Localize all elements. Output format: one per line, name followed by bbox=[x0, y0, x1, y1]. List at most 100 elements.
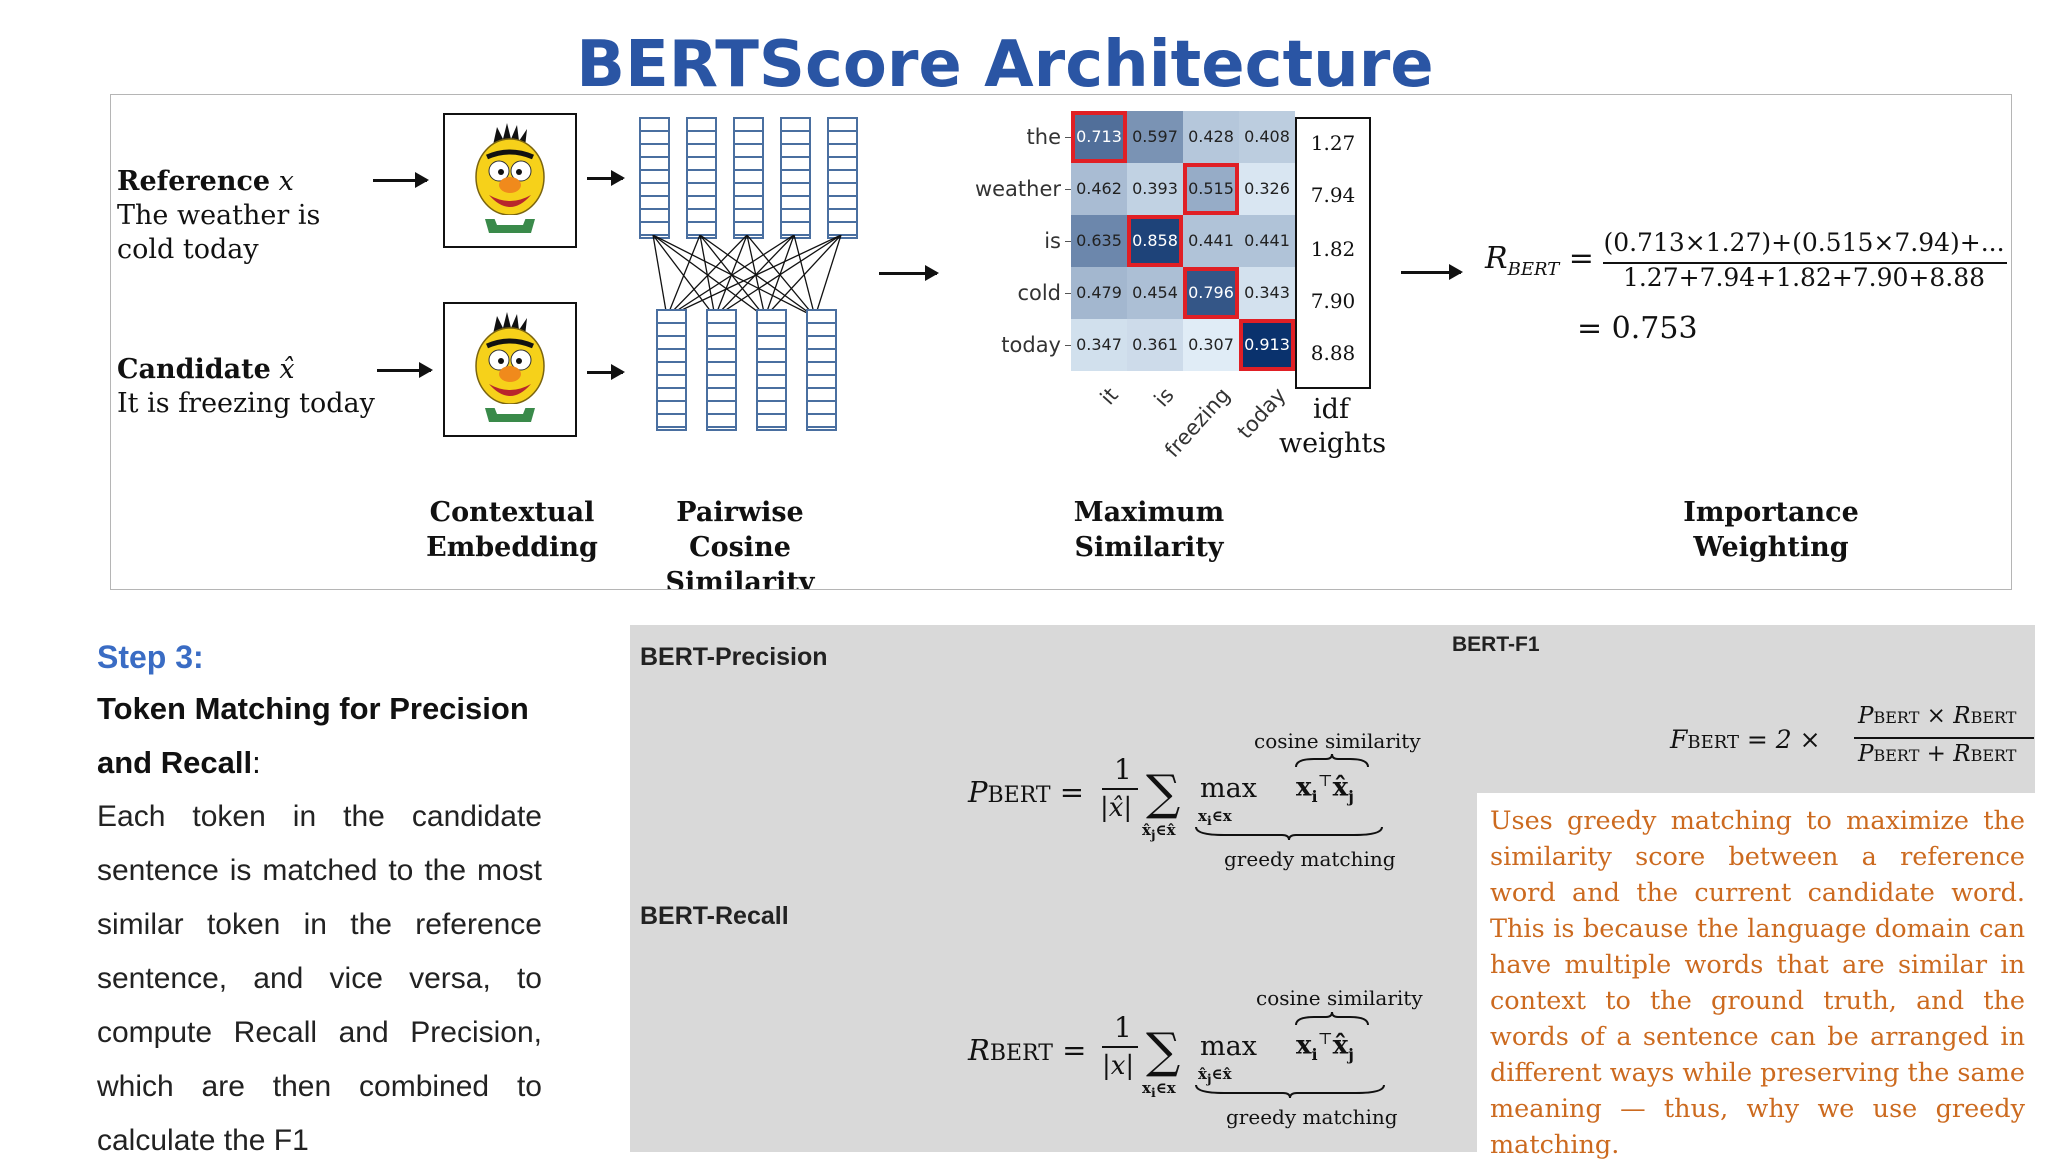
rbert-numerator: (0.713×1.27)+(0.515×7.94)+... bbox=[1603, 228, 2005, 257]
heatmap-row-label: cold bbox=[1017, 281, 1061, 305]
heatmap-tick bbox=[1065, 293, 1071, 294]
candidate-embedding bbox=[806, 309, 837, 431]
stage-text: Contextual bbox=[429, 497, 595, 528]
rbert-denominator: 1.27+7.94+1.82+7.90+8.88 bbox=[1622, 263, 1986, 292]
heatmap-cell: 0.858 bbox=[1127, 215, 1183, 267]
bert-precision-label: BERT-Precision bbox=[640, 643, 828, 671]
heatmap-cell: 0.479 bbox=[1071, 267, 1127, 319]
bert-model-icon bbox=[443, 302, 577, 437]
fraction-bar bbox=[1603, 262, 2007, 264]
stage-text: Pairwise bbox=[676, 497, 804, 528]
idf-weights-box: 1.27 7.94 1.82 7.90 8.88 bbox=[1295, 117, 1371, 389]
heatmap-cell: 0.408 bbox=[1239, 111, 1295, 163]
step-body: Each token in the candidate sentence is … bbox=[97, 800, 542, 1157]
arrow-icon bbox=[373, 172, 429, 188]
page-title: BERTScore Architecture bbox=[576, 28, 1434, 102]
heatmap-tick bbox=[1065, 345, 1071, 346]
idf-value: 8.88 bbox=[1310, 341, 1356, 365]
idf-label-1: idf bbox=[1313, 394, 1349, 425]
stage-pairwise-cosine-similarity: Pairwise Cosine Similarity bbox=[639, 495, 841, 589]
rbert-result: = 0.753 bbox=[1577, 311, 1698, 346]
heatmap-tick bbox=[1065, 189, 1071, 190]
candidate-embedding bbox=[756, 309, 787, 431]
heatmap-cell: 0.597 bbox=[1127, 111, 1183, 163]
heatmap-cell: 0.441 bbox=[1239, 215, 1295, 267]
candidate-heading: Candidate bbox=[117, 354, 271, 385]
candidate-embedding bbox=[706, 309, 737, 431]
reference-embedding bbox=[686, 117, 717, 239]
stage-text: Cosine bbox=[689, 532, 791, 563]
reference-text-2: cold today bbox=[117, 234, 259, 265]
heatmap-row-label: the bbox=[1026, 125, 1061, 149]
stage-text: Similarity bbox=[665, 567, 815, 589]
heatmap-row-label: is bbox=[1044, 229, 1061, 253]
bert-model-icon bbox=[443, 113, 577, 248]
reference-embedding bbox=[733, 117, 764, 239]
heatmap-cell: 0.361 bbox=[1127, 319, 1183, 371]
reference-embedding bbox=[639, 117, 670, 239]
arrow-icon bbox=[377, 362, 433, 378]
pairwise-connections bbox=[652, 235, 842, 317]
reference-label: Reference x The weather is cold today bbox=[117, 165, 320, 267]
heatmap-cell: 0.635 bbox=[1071, 215, 1127, 267]
heatmap-cell: 0.796 bbox=[1183, 267, 1239, 319]
greedy-matching-label: greedy matching bbox=[1226, 1105, 1398, 1129]
bert-f1-label: BERT-F1 bbox=[1452, 633, 1540, 656]
arrow-icon bbox=[1401, 264, 1463, 280]
candidate-var: x̂ bbox=[279, 354, 295, 385]
heatmap-row-label: weather bbox=[974, 177, 1061, 201]
heatmap-cell: 0.454 bbox=[1127, 267, 1183, 319]
step-heading: Step 3: bbox=[97, 639, 204, 675]
heatmap-cell: 0.343 bbox=[1239, 267, 1295, 319]
heatmap-cell: 0.428 bbox=[1183, 111, 1239, 163]
heatmap-cell: 0.515 bbox=[1183, 163, 1239, 215]
stage-maximum-similarity: Maximum Similarity bbox=[1049, 495, 1249, 565]
note-text: Uses greedy matching to maximize the sim… bbox=[1490, 806, 2025, 1160]
stage-text: Maximum bbox=[1073, 497, 1225, 528]
idf-label-2: weights bbox=[1279, 428, 1387, 459]
stage-text: Similarity bbox=[1074, 532, 1224, 563]
bert-recall-label: BERT-Recall bbox=[640, 902, 789, 930]
reference-embedding bbox=[780, 117, 811, 239]
greedy-matching-note: Uses greedy matching to maximize the sim… bbox=[1477, 793, 2037, 1160]
idf-value: 7.94 bbox=[1310, 183, 1356, 207]
heatmap-tick bbox=[1065, 241, 1071, 242]
heatmap-col-label: is bbox=[1149, 383, 1179, 412]
candidate-embedding bbox=[656, 309, 687, 431]
cosine-similarity-label: cosine similarity bbox=[1254, 729, 1421, 753]
cosine-similarity-label: cosine similarity bbox=[1256, 986, 1423, 1010]
heatmap-cell: 0.307 bbox=[1183, 319, 1239, 371]
reference-var: x bbox=[278, 166, 294, 197]
step-subheading: Token Matching for Precision and Recall bbox=[97, 691, 529, 780]
idf-label: idf weights bbox=[1279, 393, 1387, 461]
arrow-icon bbox=[587, 170, 625, 186]
arrow-icon bbox=[879, 265, 939, 281]
stage-importance-weighting: Importance Weighting bbox=[1683, 497, 1859, 563]
reference-heading: Reference bbox=[117, 166, 271, 197]
heatmap-cell: 0.713 bbox=[1071, 111, 1127, 163]
heatmap-cell: 0.441 bbox=[1183, 215, 1239, 267]
heatmap-cell: 0.347 bbox=[1071, 319, 1127, 371]
reference-embedding bbox=[827, 117, 858, 239]
architecture-diagram: Reference x The weather is cold today Ca… bbox=[110, 94, 2012, 590]
heatmap-cell: 0.913 bbox=[1239, 319, 1295, 371]
heatmap-tick bbox=[1065, 137, 1071, 138]
heatmap-row-label: today bbox=[1001, 333, 1061, 357]
step-description: Step 3: Token Matching for Precision and… bbox=[97, 632, 542, 1168]
greedy-matching-label: greedy matching bbox=[1224, 847, 1396, 871]
idf-value: 7.90 bbox=[1310, 289, 1356, 313]
arrow-icon bbox=[587, 364, 625, 380]
stage-text: Embedding bbox=[426, 532, 598, 563]
heatmap-cell: 0.326 bbox=[1239, 163, 1295, 215]
candidate-label: Candidate x̂ It is freezing today bbox=[117, 353, 375, 421]
rbert-symbol: RBERT = bbox=[1485, 241, 1594, 280]
candidate-text: It is freezing today bbox=[117, 388, 375, 419]
step-colon: : bbox=[252, 745, 261, 780]
reference-text-1: The weather is bbox=[117, 200, 321, 231]
heatmap-col-label: it bbox=[1095, 383, 1123, 410]
heatmap-cell: 0.393 bbox=[1127, 163, 1183, 215]
stage-contextual-embedding: Contextual Embedding bbox=[407, 495, 617, 565]
idf-value: 1.82 bbox=[1310, 237, 1356, 261]
heatmap-cell: 0.462 bbox=[1071, 163, 1127, 215]
